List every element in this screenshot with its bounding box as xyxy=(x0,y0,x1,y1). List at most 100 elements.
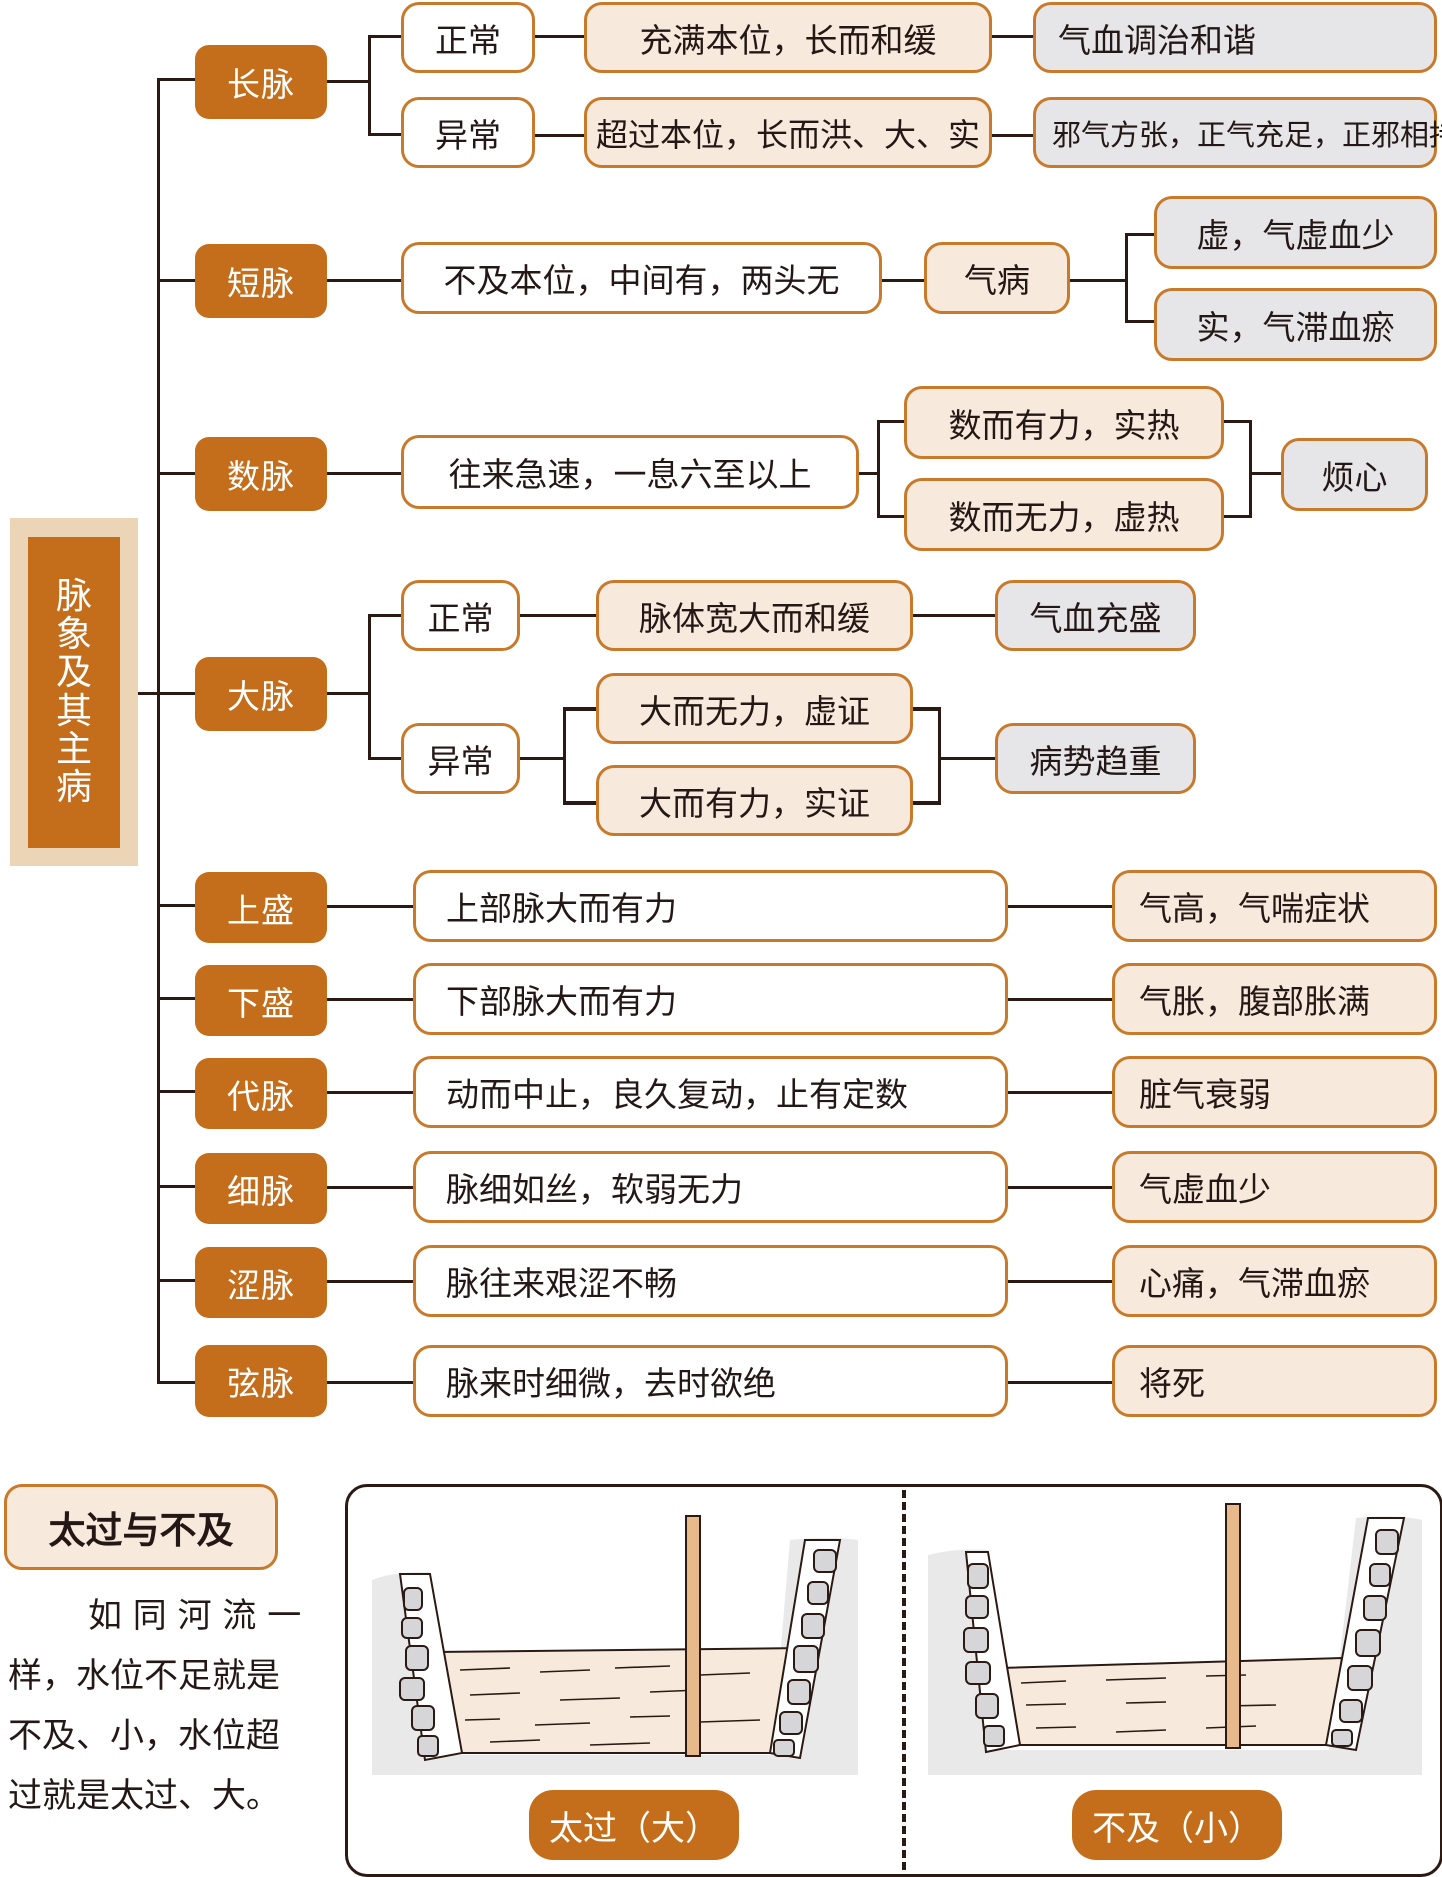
connector xyxy=(938,757,997,760)
connector xyxy=(1008,998,1114,1001)
branch-abnormal: 异常 xyxy=(401,723,520,794)
water xyxy=(998,1656,1344,1746)
connector xyxy=(1125,320,1155,323)
category-lower-excess: 下盛 xyxy=(195,965,327,1036)
result-box: 心痛，气滞血瘀 xyxy=(1112,1245,1437,1317)
connector xyxy=(1008,1186,1114,1189)
result-box: 气血调治和谐 xyxy=(1033,2,1437,73)
note-line: 不及、小，水位超 xyxy=(8,1716,280,1756)
connector xyxy=(157,279,197,282)
connector xyxy=(157,1090,197,1093)
note-line: 样，水位不足就是 xyxy=(8,1656,280,1696)
variant-box: 数而有力，实热 xyxy=(904,386,1224,459)
main-spine xyxy=(157,78,160,1382)
connector xyxy=(877,515,905,518)
result-box: 气虚血少 xyxy=(1112,1151,1437,1223)
connector xyxy=(877,420,905,423)
category-short-pulse: 短脉 xyxy=(195,244,327,318)
connector xyxy=(1224,420,1252,423)
dashed-divider xyxy=(902,1490,906,1870)
connector xyxy=(520,614,598,617)
connector xyxy=(327,80,371,83)
note-paragraph: 如 同 河 流 一 样，水位不足就是 不及、小，水位超 过就是太过、大。 xyxy=(8,1586,328,1826)
connector xyxy=(327,998,415,1001)
connector xyxy=(157,1185,197,1188)
category-long-pulse: 长脉 xyxy=(195,45,327,119)
connector xyxy=(535,35,585,38)
connector xyxy=(157,472,197,475)
category-rapid-pulse: 数脉 xyxy=(195,437,327,511)
result-box: 气血充盛 xyxy=(995,580,1196,651)
category-thin-pulse: 细脉 xyxy=(195,1153,327,1224)
connector xyxy=(327,905,415,908)
river-illustration-excess xyxy=(372,1515,858,1775)
connector xyxy=(563,707,598,711)
connector xyxy=(368,614,371,760)
stones xyxy=(963,1563,1005,1747)
description-box: 不及本位，中间有，两头无 xyxy=(401,242,882,314)
connector xyxy=(1008,1280,1114,1283)
connector xyxy=(913,801,941,805)
connector xyxy=(913,614,997,617)
description-box: 下部脉大而有力 xyxy=(413,963,1008,1035)
connector xyxy=(913,707,941,711)
root-title-char: 及 xyxy=(55,652,92,694)
result-box: 实，气滞血瘀 xyxy=(1154,288,1437,361)
measuring-ruler xyxy=(1225,1503,1241,1749)
connector xyxy=(368,133,402,136)
description-box: 超过本位，长而洪、大、实 xyxy=(584,97,992,168)
connector xyxy=(520,757,566,760)
connector xyxy=(157,692,197,695)
stones xyxy=(1331,1529,1399,1747)
connector xyxy=(1008,1091,1114,1094)
water-ripples xyxy=(459,1665,761,1746)
connector xyxy=(157,1381,197,1384)
caption-deficiency: 不及（小） xyxy=(1072,1790,1282,1860)
result-box: 脏气衰弱 xyxy=(1112,1056,1437,1128)
connector xyxy=(1070,279,1128,282)
branch-normal: 正常 xyxy=(401,580,520,651)
connector xyxy=(1008,1381,1114,1384)
connector xyxy=(157,78,197,81)
connector xyxy=(535,134,585,137)
connector xyxy=(327,692,371,695)
connector xyxy=(368,614,402,617)
root-title-char: 脉 xyxy=(55,576,92,618)
root-title-char: 病 xyxy=(55,766,92,808)
connector xyxy=(327,1381,415,1384)
result-box: 病势趋重 xyxy=(995,723,1196,794)
measuring-ruler xyxy=(685,1515,701,1757)
connector xyxy=(368,35,402,38)
connector xyxy=(992,35,1034,38)
branch-abnormal: 异常 xyxy=(401,97,535,168)
connector xyxy=(1224,515,1252,518)
description-box: 往来急速，一息六至以上 xyxy=(401,435,859,509)
water xyxy=(432,1646,807,1754)
connector xyxy=(877,420,880,518)
connector xyxy=(1249,472,1283,475)
connector xyxy=(1125,233,1155,236)
connector xyxy=(938,707,941,805)
connector xyxy=(563,801,598,805)
category-large-pulse: 大脉 xyxy=(195,657,327,731)
connector xyxy=(327,472,403,475)
category-intermittent-pulse: 代脉 xyxy=(195,1058,327,1129)
root-title: 脉 象 及 其 主 病 xyxy=(28,537,120,848)
result-box: 气胀，腹部胀满 xyxy=(1112,963,1437,1035)
connector xyxy=(1008,905,1114,908)
description-box: 脉细如丝，软弱无力 xyxy=(413,1151,1008,1223)
river-illustration-deficiency xyxy=(928,1503,1422,1775)
root-title-char: 主 xyxy=(55,728,92,770)
caption-excess: 太过（大） xyxy=(529,1790,739,1860)
connector xyxy=(327,1091,415,1094)
ground xyxy=(372,1755,858,1775)
note-title: 太过与不及 xyxy=(4,1484,278,1570)
category-wiry-pulse: 弦脉 xyxy=(195,1345,327,1417)
result-box: 将死 xyxy=(1112,1345,1437,1417)
connector xyxy=(368,757,402,760)
water-ripples xyxy=(1020,1674,1277,1733)
stones xyxy=(399,1587,439,1757)
connector xyxy=(563,707,566,804)
description-box: 脉往来艰涩不畅 xyxy=(413,1245,1008,1317)
variant-box: 大而无力，虚证 xyxy=(596,673,913,744)
